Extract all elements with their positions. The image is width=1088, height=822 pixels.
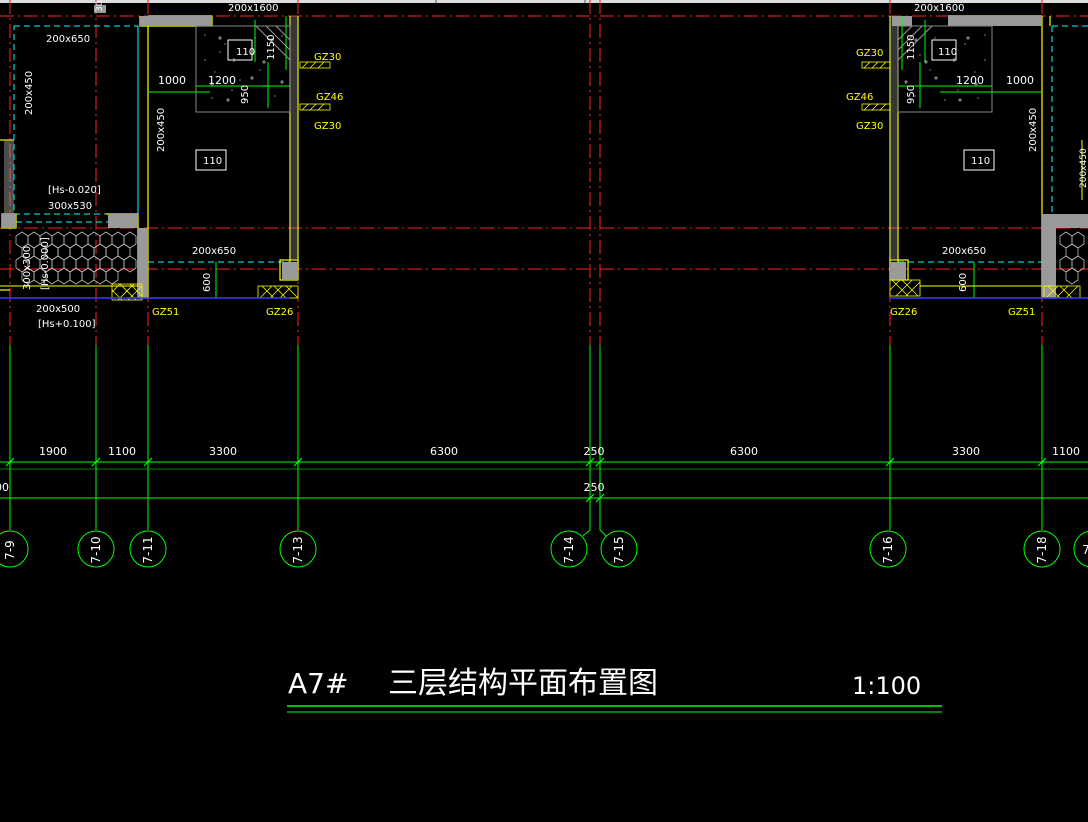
dim-text: 950	[906, 85, 917, 104]
axis-label: 7-13	[291, 536, 305, 563]
beam-label: 200x450	[1079, 148, 1088, 188]
dim-extension-lines	[0, 345, 1088, 530]
gz-label: GZ51	[1008, 307, 1035, 318]
dim-value: 6300	[730, 445, 758, 458]
beam-label: 200x650	[192, 246, 236, 257]
beam-label: 200x650	[942, 246, 986, 257]
drawing-number: A7#	[288, 667, 348, 700]
axis-label: 7-9	[3, 540, 17, 560]
gz-label: GZ46	[846, 92, 873, 103]
dim-text: 1150	[906, 35, 917, 60]
left-unit-labels: 200x1600 200x650 200x450 200x450 200x650…	[22, 0, 278, 330]
axis-bubble-labels: 7-9 7-10 7-11 7-13 7-14 7-15 7-16 7-18 7	[3, 536, 1088, 563]
gz-label: GZ30	[856, 48, 883, 59]
hex-hatch-left	[15, 231, 137, 285]
room-tag: 110	[938, 47, 957, 58]
beam-label: 300x300	[22, 246, 33, 290]
axis-label: 7-10	[89, 536, 103, 563]
axis-bubble[interactable]	[129, 530, 167, 568]
axis-label: 7-11	[141, 536, 155, 563]
dim-value: 250	[584, 445, 605, 458]
top-beam-label: 200x1600	[228, 3, 278, 14]
right-unit	[861, 15, 1088, 299]
beam-label: 200x650	[46, 34, 90, 45]
dim-text: 600	[202, 273, 213, 292]
drawing-title: 三层结构平面布置图	[388, 666, 658, 701]
beam-label: 200x450	[24, 71, 35, 115]
dim-ticks	[5, 457, 1047, 503]
gz-label: GZ30	[314, 52, 341, 63]
elevation-label: [Hs-0.000]	[40, 237, 51, 290]
axis-bubble[interactable]	[77, 530, 115, 568]
dim-value: 6300	[430, 445, 458, 458]
left-unit	[0, 5, 331, 301]
dim-value: 3300	[952, 445, 980, 458]
gz-label: GZ26	[890, 307, 917, 318]
beam-label: 200x450	[156, 108, 167, 152]
left-unit-gz-labels: GZ30 GZ46 GZ30 GZ51 GZ26	[152, 52, 343, 318]
axis-label: 7-14	[562, 536, 576, 563]
drawing-scale: 1:100	[852, 672, 921, 700]
axis-label: 7-15	[612, 536, 626, 563]
axis-label: 7-18	[1035, 536, 1049, 563]
axis-bubble[interactable]	[0, 530, 29, 568]
gz-label: GZ30	[314, 121, 341, 132]
beam-label: 200x500	[36, 304, 80, 315]
beam-label: 300x530	[48, 201, 92, 212]
dim-text: 1200	[956, 74, 984, 87]
beam-label: 200x450	[1028, 108, 1039, 152]
gz-label: GZ51	[152, 307, 179, 318]
dim-value: 00	[0, 481, 9, 494]
dim-text: 1200	[208, 74, 236, 87]
room-tag: 110	[203, 156, 222, 167]
axis-bubble[interactable]	[279, 530, 317, 568]
axis-bubble[interactable]	[600, 530, 638, 568]
axis-bubble[interactable]	[550, 530, 588, 568]
axis-bubble[interactable]	[869, 530, 907, 568]
dimension-row-upper: 1900 1100 3300 6300 250 6300 3300 1100	[39, 445, 1080, 458]
axis-label: 7-16	[881, 536, 895, 563]
dimension-row-lower: 250 00	[0, 481, 605, 494]
dim-text: 1000	[1006, 74, 1034, 87]
elevation-label: [Hs+0.100]	[38, 319, 96, 330]
dim-value: 250	[584, 481, 605, 494]
gz-label: GZ26	[266, 307, 293, 318]
axis-bubbles	[0, 498, 1088, 568]
gz-label: GZ30	[856, 121, 883, 132]
right-unit-gz-labels: GZ30 GZ46 GZ30 GZ26 GZ51	[846, 48, 1035, 318]
dim-text: 1000	[158, 74, 186, 87]
room-tag: 110	[971, 156, 990, 167]
room-tag: 110	[236, 47, 255, 58]
top-beam-label: 200x1600	[914, 3, 964, 14]
dim-value: 3300	[209, 445, 237, 458]
cross-marks-left	[210, 36, 284, 102]
dim-value: 1100	[1052, 445, 1080, 458]
axis-bubble[interactable]	[1023, 530, 1061, 568]
axis-label: 7	[1082, 543, 1088, 557]
top-strip	[0, 0, 1088, 3]
axis-bubble[interactable]	[1073, 530, 1088, 568]
dim-value: 1100	[108, 445, 136, 458]
right-unit-labels: 200x1600 200x650 200x450 200x450 1000 12…	[906, 3, 1088, 292]
dim-text: 950	[240, 85, 251, 104]
dim-text: 1150	[266, 35, 277, 60]
dim-text: 600	[958, 273, 969, 292]
elevation-label: [Hs-0.020]	[48, 185, 101, 196]
dim-value: 1900	[39, 445, 67, 458]
partial-label: 30	[95, 0, 105, 12]
drawing-title-block: A7# 三层结构平面布置图 1:100	[287, 666, 942, 713]
gz-label: GZ46	[316, 92, 343, 103]
